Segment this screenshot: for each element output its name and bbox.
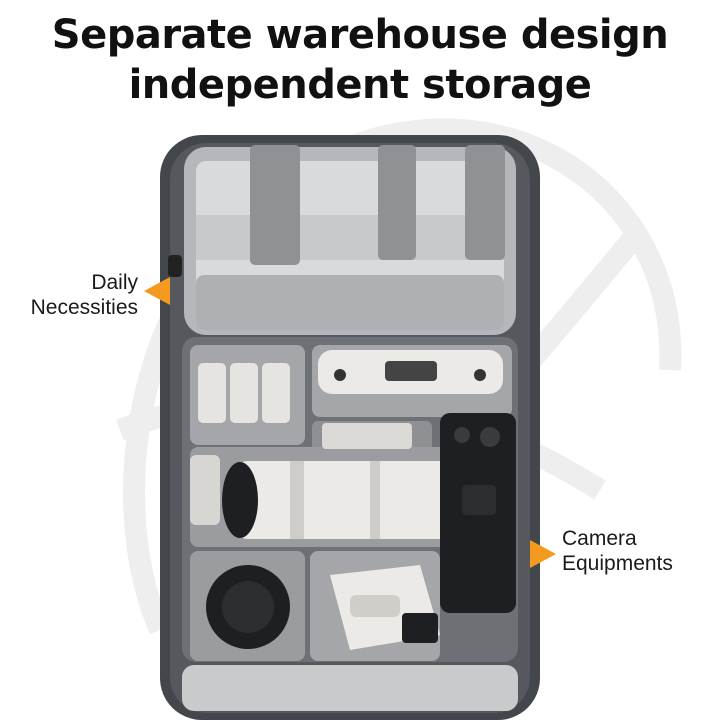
headline-line-2: independent storage xyxy=(128,62,592,108)
left-pointer-arrow xyxy=(144,277,170,305)
callout-top-line-2: Necessities xyxy=(30,296,138,319)
backpack-product-photo xyxy=(160,135,540,720)
right-pointer-arrow xyxy=(530,540,556,568)
headline-line-1: Separate warehouse design xyxy=(51,12,669,58)
callout-daily-necessities: Daily Necessities xyxy=(8,270,138,320)
headline: Separate warehouse design independent st… xyxy=(0,10,720,110)
callout-bottom-line-1: Camera xyxy=(562,527,637,550)
callout-camera-equipments: Camera Equipments xyxy=(562,526,712,576)
callout-top-line-1: Daily xyxy=(91,271,138,294)
callout-bottom-line-2: Equipments xyxy=(562,552,673,575)
